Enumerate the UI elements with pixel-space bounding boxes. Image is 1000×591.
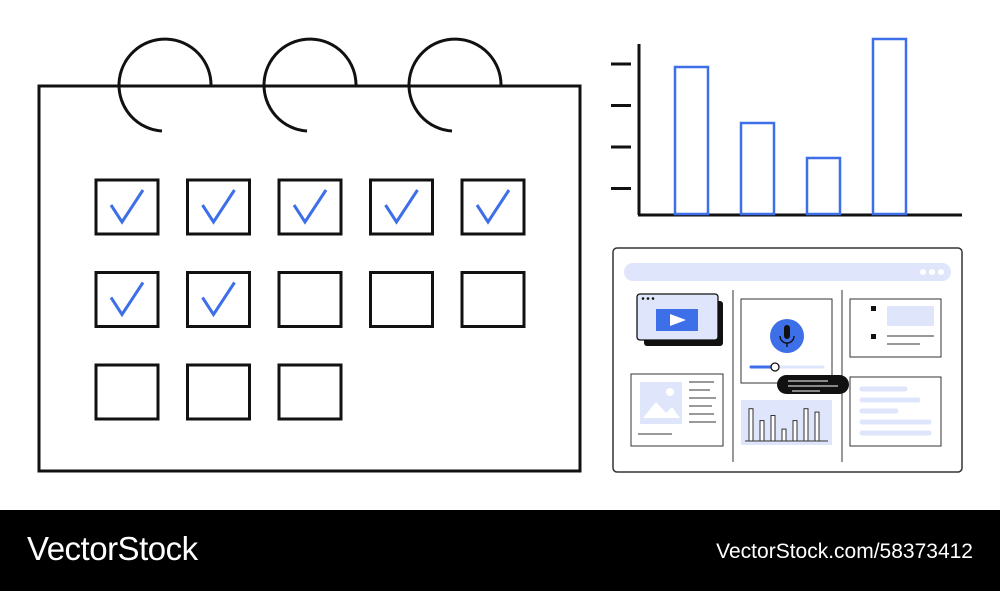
chart-ticks [611, 62, 631, 190]
mini-chart-bar [748, 408, 754, 442]
checkmark-icon [109, 189, 145, 225]
checkmark-icon [475, 189, 511, 225]
window-dot [920, 269, 926, 275]
window-dots [920, 269, 944, 275]
mini-chart-card [741, 400, 832, 445]
audio-progress-knob [770, 362, 780, 372]
video-card [636, 293, 723, 346]
mini-chart-bar [781, 428, 787, 442]
bar-chart [611, 37, 962, 217]
mini-chart-bar [770, 415, 776, 442]
day-box-checked[interactable] [186, 271, 251, 328]
calendar-day-grid [94, 178, 526, 421]
day-box-checked[interactable] [186, 178, 251, 236]
day-box-empty[interactable] [460, 271, 526, 328]
image-text-card [630, 373, 724, 447]
mini-chart-bar [814, 411, 820, 442]
chart-bar [805, 156, 842, 216]
day-box-empty[interactable] [94, 363, 160, 421]
chat-bubble [777, 375, 849, 394]
microphone-icon [770, 319, 804, 353]
checkmark-icon [201, 189, 236, 225]
mini-chart-bars [748, 408, 820, 442]
mini-chart-bar [759, 420, 765, 442]
text-card [849, 376, 942, 447]
chart-bar [739, 121, 776, 216]
checkmark-icon [292, 189, 328, 225]
day-box-empty[interactable] [277, 363, 343, 421]
mini-chart-bar [803, 408, 809, 442]
bullet-list-card [849, 298, 942, 358]
chart-bars [673, 37, 908, 216]
day-box-empty[interactable] [186, 363, 251, 421]
day-box-checked[interactable] [369, 178, 434, 236]
checkmark-icon [201, 281, 236, 318]
brand-logo-text[interactable]: VectorStock [27, 530, 198, 567]
window-dot [929, 269, 935, 275]
day-box-checked[interactable] [94, 271, 160, 328]
calendar [37, 37, 582, 473]
mini-chart-bar [792, 420, 798, 442]
day-box-empty[interactable] [277, 271, 343, 328]
image-icon [640, 382, 682, 424]
day-box-checked[interactable] [460, 178, 526, 236]
day-box-checked[interactable] [94, 178, 160, 236]
dashboard-window [612, 247, 963, 473]
chart-bar [871, 37, 908, 216]
binder-rings [117, 37, 503, 133]
checkmark-icon [384, 189, 419, 225]
day-box-checked[interactable] [277, 178, 343, 236]
stock-id-text: VectorStock.com/58373412 [716, 540, 973, 563]
window-dot [938, 269, 944, 275]
binder-ring [407, 37, 503, 133]
day-box-empty[interactable] [369, 271, 434, 328]
checkmark-icon [109, 281, 145, 318]
footer-bar: VectorStock VectorStock.com/58373412 [0, 510, 1000, 591]
window-title-bar [624, 263, 951, 281]
binder-ring [262, 37, 358, 133]
chart-bar [673, 65, 710, 216]
binder-ring [117, 37, 213, 133]
audio-card [740, 298, 833, 384]
illustration [37, 37, 963, 473]
video-play-icon [656, 309, 698, 331]
